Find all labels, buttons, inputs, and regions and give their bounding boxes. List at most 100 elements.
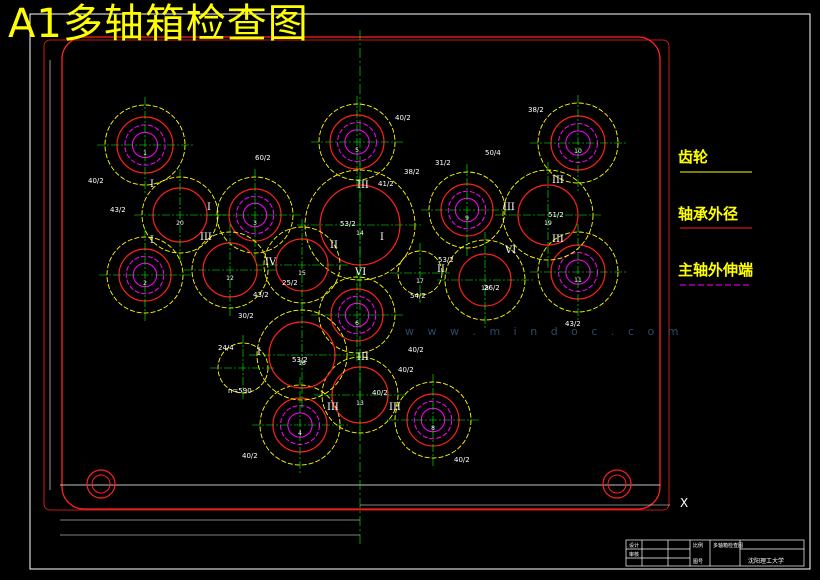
bolt-hole-left	[86, 469, 116, 499]
tooth-label: 60/2	[255, 154, 271, 162]
shaft-number: 16	[298, 360, 306, 367]
shaft-number: 1	[143, 150, 147, 157]
shaft-number: 2	[143, 280, 147, 287]
mesh-mark: III	[552, 175, 564, 186]
shaft-17: 18	[437, 232, 533, 328]
title-block-drawing-name: 多轴箱检查图	[713, 543, 744, 549]
shaft-16: 17	[390, 243, 450, 303]
tooth-label: 40/2	[88, 177, 104, 185]
tooth-label: 40/2	[242, 452, 258, 460]
label-group: 40/2 43/2 60/2 40/2 38/2 31/2 50/4 53/2 38/2 41/2…	[88, 106, 581, 464]
tooth-label: 26/2	[484, 284, 500, 292]
tooth-label: 38/2	[404, 168, 420, 176]
shaft-9: 10	[530, 95, 626, 191]
spindle-circle	[447, 190, 487, 230]
mesh-mark: III	[503, 202, 515, 213]
title-block-school: 沈阳理工大学	[748, 558, 785, 565]
bolt-hole-right	[602, 469, 632, 499]
shaft-6: 6	[311, 269, 403, 361]
shaft-3: 3	[209, 169, 301, 261]
spindle-circle	[235, 195, 275, 235]
title-block-cell-design: 设计	[629, 543, 640, 549]
mesh-mark: I	[380, 232, 384, 243]
tooth-label: 31/2	[435, 159, 451, 167]
shaft-8: 9	[421, 164, 513, 256]
box-inner-outline	[43, 39, 670, 511]
spindle-circle	[337, 295, 377, 335]
shaft-2: 2	[99, 229, 191, 321]
shaft-1: 1	[97, 97, 193, 193]
title-block	[625, 539, 805, 567]
tooth-label: 40/2	[408, 346, 424, 354]
mesh-mark: III	[357, 180, 369, 191]
shaft-number: 10	[574, 148, 582, 155]
mesh-mark: III	[389, 402, 401, 413]
legend-spindle-label: 主轴外伸端	[678, 261, 754, 279]
shaft-15: 16	[249, 302, 355, 408]
box-outline	[61, 36, 661, 510]
spindle-circle	[413, 400, 453, 440]
shaft-10: 11	[530, 224, 626, 320]
mesh-mark: III	[357, 352, 369, 363]
tooth-label: 43/2	[110, 206, 126, 214]
shaft-number: 11	[574, 277, 582, 284]
tooth-label: 53/2	[292, 356, 308, 364]
mesh-mark: III	[327, 402, 339, 413]
tooth-label: 53/2	[340, 220, 356, 228]
mesh-mark: VI	[504, 245, 516, 256]
shaft-number: 12	[226, 275, 234, 282]
tooth-label: 24/4	[218, 344, 234, 352]
shaft-number: 17	[416, 278, 424, 285]
tooth-label: 43/2	[565, 320, 581, 328]
spindle-circle	[125, 255, 165, 295]
shaft-19: 20	[134, 169, 226, 261]
mesh-mark: II	[437, 264, 445, 275]
shaft-number: 8	[431, 425, 435, 432]
tooth-label: 54/2	[410, 292, 426, 300]
legend-gear-label: 齿轮	[678, 148, 709, 166]
tooth-label: 43/2	[253, 291, 269, 299]
tooth-label: 50/4	[485, 149, 501, 157]
outer-frame	[29, 13, 811, 570]
shaft-number: 4	[298, 430, 302, 437]
bearing-circle	[517, 184, 579, 246]
mesh-mark: III	[552, 234, 564, 245]
mesh-mark: I	[207, 202, 211, 213]
mesh-mark: I	[150, 179, 154, 190]
tooth-label: 30/2	[238, 312, 254, 320]
shaft-4: 4	[252, 377, 348, 473]
shaft-number: 18	[481, 285, 489, 292]
tooth-label: 41/2	[378, 180, 394, 188]
shaft-number: 19	[544, 220, 552, 227]
shaft-number: 13	[356, 400, 364, 407]
shaft-number: 14	[356, 230, 364, 237]
shaft-number: 15	[298, 270, 306, 277]
mesh-mark: III	[200, 232, 212, 243]
shaft-5: 5	[311, 96, 403, 188]
title-block-cell-scale: 比例	[693, 543, 704, 549]
dim-note: n=590	[228, 387, 252, 395]
legend-bearing-label: 轴承外径	[678, 205, 739, 223]
tooth-label: 51/2	[548, 211, 564, 219]
spindle-circle	[337, 122, 377, 162]
shaft-18: 19	[495, 162, 601, 268]
shaft-number: 6	[355, 320, 359, 327]
title-block-cell-number: 图号	[693, 559, 704, 565]
mesh-mark: I	[257, 347, 261, 358]
tooth-label: 40/2	[395, 114, 411, 122]
tooth-label: 25/2	[282, 279, 298, 287]
shaft-number: 9	[465, 215, 469, 222]
mesh-mark: VI	[354, 267, 366, 278]
tooth-label: 40/2	[398, 366, 414, 374]
shaft-11: 12	[184, 224, 276, 316]
mesh-mark: I	[150, 235, 154, 246]
tooth-label: 38/2	[528, 106, 544, 114]
mesh-mark: II	[330, 240, 338, 251]
shaft-7: 8	[387, 374, 479, 466]
watermark: w w w . m i n d o c . c o m	[405, 325, 684, 338]
tooth-label: 40/2	[454, 456, 470, 464]
shaft-20	[210, 335, 276, 401]
